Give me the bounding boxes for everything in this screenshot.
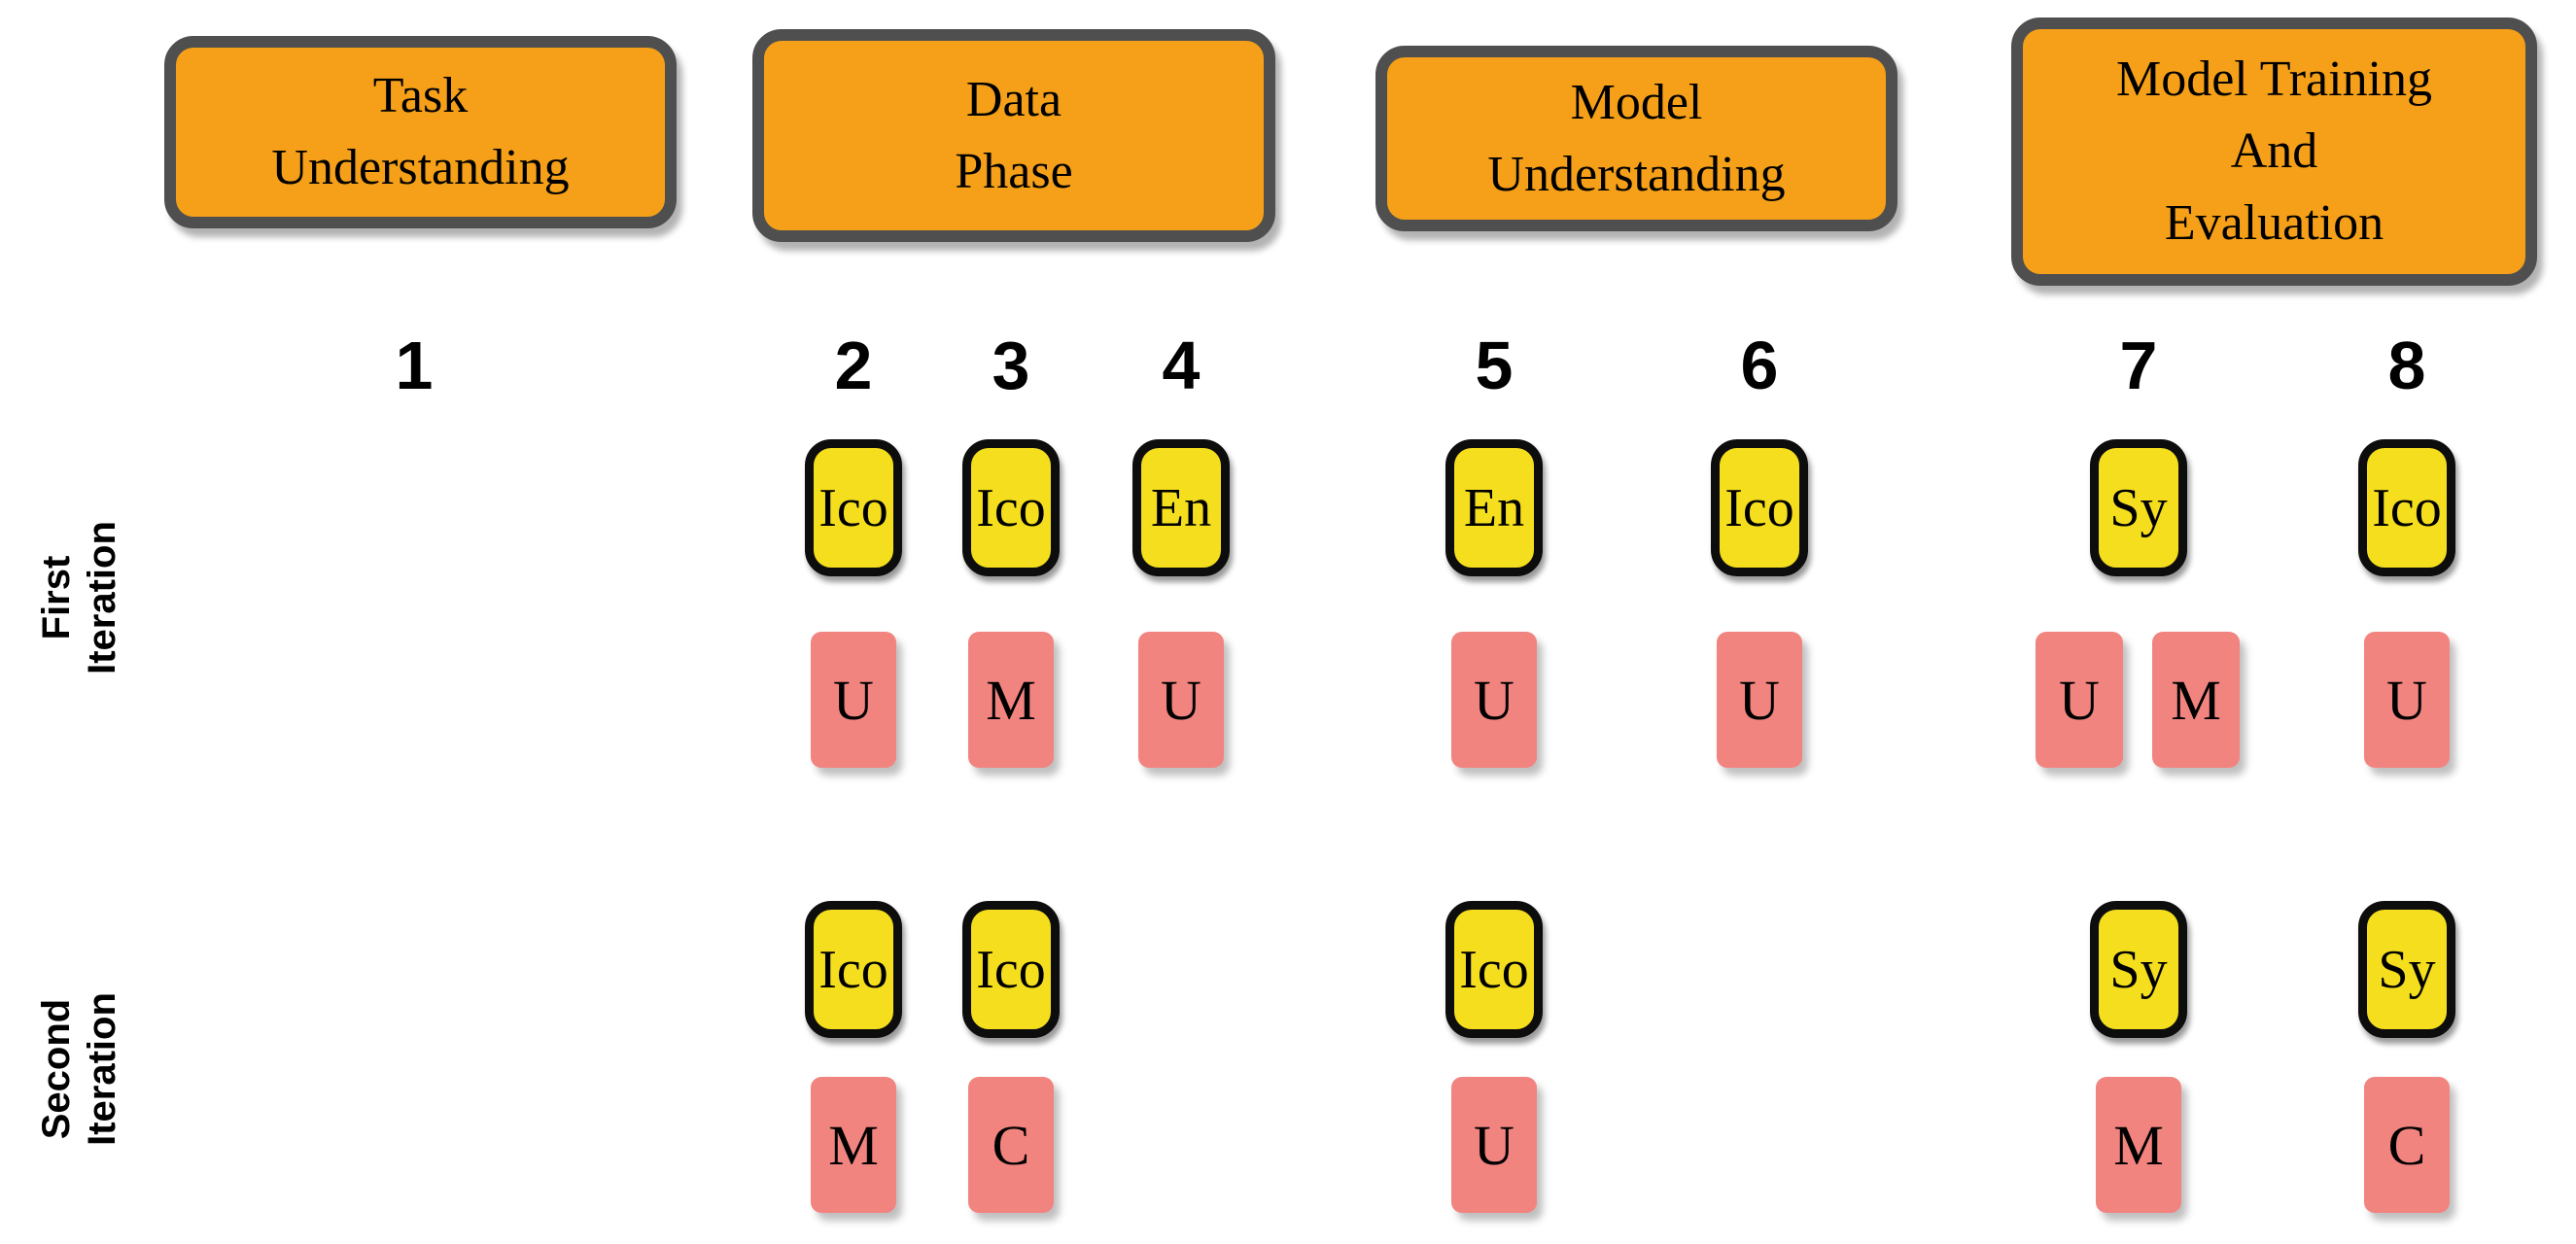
phase-box-data-phase: Data Phase — [752, 29, 1275, 242]
step-number-3: 3 — [992, 328, 1030, 403]
step-number-8: 8 — [2387, 328, 2426, 403]
step-number-4: 4 — [1162, 328, 1201, 403]
phase-box-model-training-evaluation: Model Training And Evaluation — [2011, 17, 2537, 286]
step-number-1: 1 — [395, 328, 434, 403]
stage-box-iter1-col7: Sy — [2090, 439, 2187, 576]
action-box-iter2-col2: M — [811, 1077, 896, 1213]
action-box-iter1-col5: U — [1451, 632, 1537, 768]
step-number-6: 6 — [1740, 328, 1779, 403]
action-box-iter1-col8: U — [2364, 632, 2450, 768]
stage-box-iter1-col5: En — [1445, 439, 1543, 576]
phase-box-task-understanding: Task Understanding — [164, 36, 677, 228]
phase-box-model-understanding: Model Understanding — [1375, 46, 1897, 231]
action-box-iter1-col4: U — [1138, 632, 1224, 768]
action-box-iter2-col7: M — [2096, 1077, 2181, 1213]
action-box-iter1-col3: M — [968, 632, 1054, 768]
stage-box-iter1-col2: Ico — [805, 439, 902, 576]
action-box-iter1-col6: U — [1717, 632, 1802, 768]
stage-box-iter2-col5: Ico — [1445, 901, 1543, 1038]
action-box-iter2-col8: C — [2364, 1077, 2450, 1213]
row-label-first-iteration: First Iteration — [35, 521, 123, 674]
step-number-2: 2 — [834, 328, 873, 403]
action-box-iter2-col3: C — [968, 1077, 1054, 1213]
stage-box-iter1-col8: Ico — [2358, 439, 2455, 576]
action-box-iter1-col7-m: M — [2152, 632, 2240, 768]
step-number-5: 5 — [1475, 328, 1514, 403]
action-box-iter1-col7-u: U — [2036, 632, 2123, 768]
action-box-iter2-col5: U — [1451, 1077, 1537, 1213]
stage-box-iter2-col3: Ico — [962, 901, 1060, 1038]
row-label-second-iteration: Second Iteration — [35, 992, 123, 1146]
stage-box-iter1-col3: Ico — [962, 439, 1060, 576]
stage-box-iter1-col6: Ico — [1711, 439, 1808, 576]
stage-box-iter2-col7: Sy — [2090, 901, 2187, 1038]
stage-box-iter2-col2: Ico — [805, 901, 902, 1038]
stage-box-iter1-col4: En — [1132, 439, 1230, 576]
stage-box-iter2-col8: Sy — [2358, 901, 2455, 1038]
action-box-iter1-col2: U — [811, 632, 896, 768]
step-number-7: 7 — [2119, 328, 2158, 403]
